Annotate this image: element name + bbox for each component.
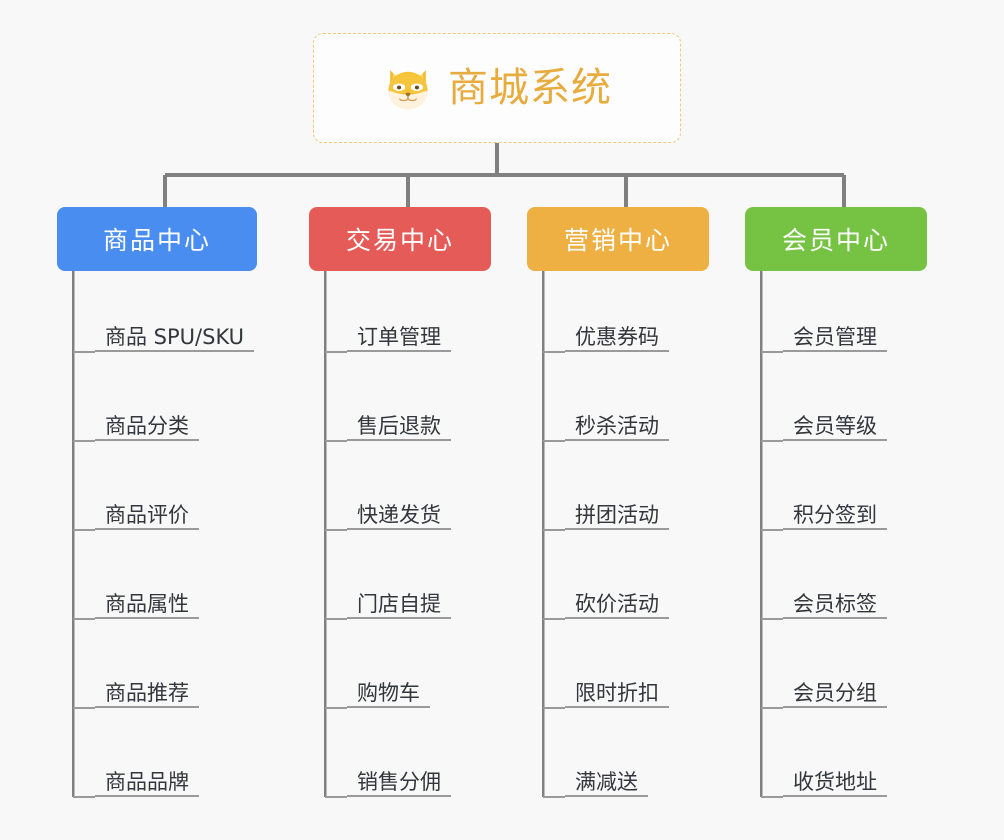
leaf-item[interactable]: 优惠券码 xyxy=(565,322,669,352)
leaf-item-label: 拼团活动 xyxy=(575,502,659,527)
category-box-2[interactable]: 交易中心 xyxy=(309,207,491,271)
leaf-item-label: 订单管理 xyxy=(357,324,441,349)
shiba-inu-icon xyxy=(388,70,428,110)
leaf-item[interactable]: 订单管理 xyxy=(347,322,451,352)
leaf-item-label: 秒杀活动 xyxy=(575,413,659,438)
leaf-item-label: 商品品牌 xyxy=(105,769,189,794)
leaf-item-label: 快递发货 xyxy=(357,502,441,527)
leaf-item-label: 收货地址 xyxy=(793,769,877,794)
category-box-1[interactable]: 商品中心 xyxy=(57,207,257,271)
leaf-item-label: 会员分组 xyxy=(793,680,877,705)
leaf-item[interactable]: 售后退款 xyxy=(347,411,451,441)
leaf-item[interactable]: 积分签到 xyxy=(783,500,887,530)
root-node[interactable]: 商城系统 xyxy=(313,33,681,143)
leaf-item[interactable]: 商品评价 xyxy=(95,500,199,530)
leaf-item-label: 售后退款 xyxy=(357,413,441,438)
leaf-item-label: 会员管理 xyxy=(793,324,877,349)
leaf-item-label: 会员标签 xyxy=(793,591,877,616)
leaf-item-label: 购物车 xyxy=(357,680,420,705)
leaf-item[interactable]: 砍价活动 xyxy=(565,589,669,619)
leaf-item[interactable]: 商品 SPU/SKU xyxy=(95,322,255,352)
leaf-item[interactable]: 限时折扣 xyxy=(565,678,669,708)
leaf-item-label: 砍价活动 xyxy=(575,591,659,616)
leaf-item-label: 商品评价 xyxy=(105,502,189,527)
leaf-item-label: 限时折扣 xyxy=(575,680,659,705)
category-label: 交易中心 xyxy=(345,226,454,255)
leaf-item[interactable]: 收货地址 xyxy=(783,767,887,797)
leaf-item[interactable]: 购物车 xyxy=(347,678,430,708)
leaf-item-label: 满减送 xyxy=(575,769,638,794)
leaf-item[interactable]: 会员标签 xyxy=(783,589,887,619)
leaf-item[interactable]: 会员等级 xyxy=(783,411,887,441)
leaf-item[interactable]: 满减送 xyxy=(565,767,648,797)
leaf-item[interactable]: 销售分佣 xyxy=(347,767,451,797)
leaf-item-label: 商品推荐 xyxy=(105,680,189,705)
leaf-item[interactable]: 拼团活动 xyxy=(565,500,669,530)
leaf-item-label: 会员等级 xyxy=(793,413,877,438)
leaf-item[interactable]: 商品分类 xyxy=(95,411,199,441)
leaf-item-label: 销售分佣 xyxy=(357,769,441,794)
leaf-item-label: 积分签到 xyxy=(793,502,877,527)
leaf-item[interactable]: 商品属性 xyxy=(95,589,199,619)
leaf-item[interactable]: 门店自提 xyxy=(347,589,451,619)
category-box-3[interactable]: 营销中心 xyxy=(527,207,709,271)
category-label: 营销中心 xyxy=(563,226,672,255)
leaf-item-label: 商品属性 xyxy=(105,591,189,616)
leaf-item[interactable]: 会员管理 xyxy=(783,322,887,352)
category-box-4[interactable]: 会员中心 xyxy=(745,207,927,271)
category-label: 会员中心 xyxy=(781,226,890,255)
leaf-item[interactable]: 会员分组 xyxy=(783,678,887,708)
leaf-item-label: 门店自提 xyxy=(357,591,441,616)
leaf-item-label: 商品分类 xyxy=(105,413,189,438)
leaf-item-label: 商品 SPU/SKU xyxy=(105,324,245,349)
leaf-item[interactable]: 商品推荐 xyxy=(95,678,199,708)
leaf-item-label: 优惠券码 xyxy=(575,324,659,349)
leaf-item[interactable]: 快递发货 xyxy=(347,500,451,530)
leaf-item[interactable]: 秒杀活动 xyxy=(565,411,669,441)
category-label: 商品中心 xyxy=(102,226,211,255)
root-title: 商城系统 xyxy=(448,65,612,111)
leaf-item[interactable]: 商品品牌 xyxy=(95,767,199,797)
